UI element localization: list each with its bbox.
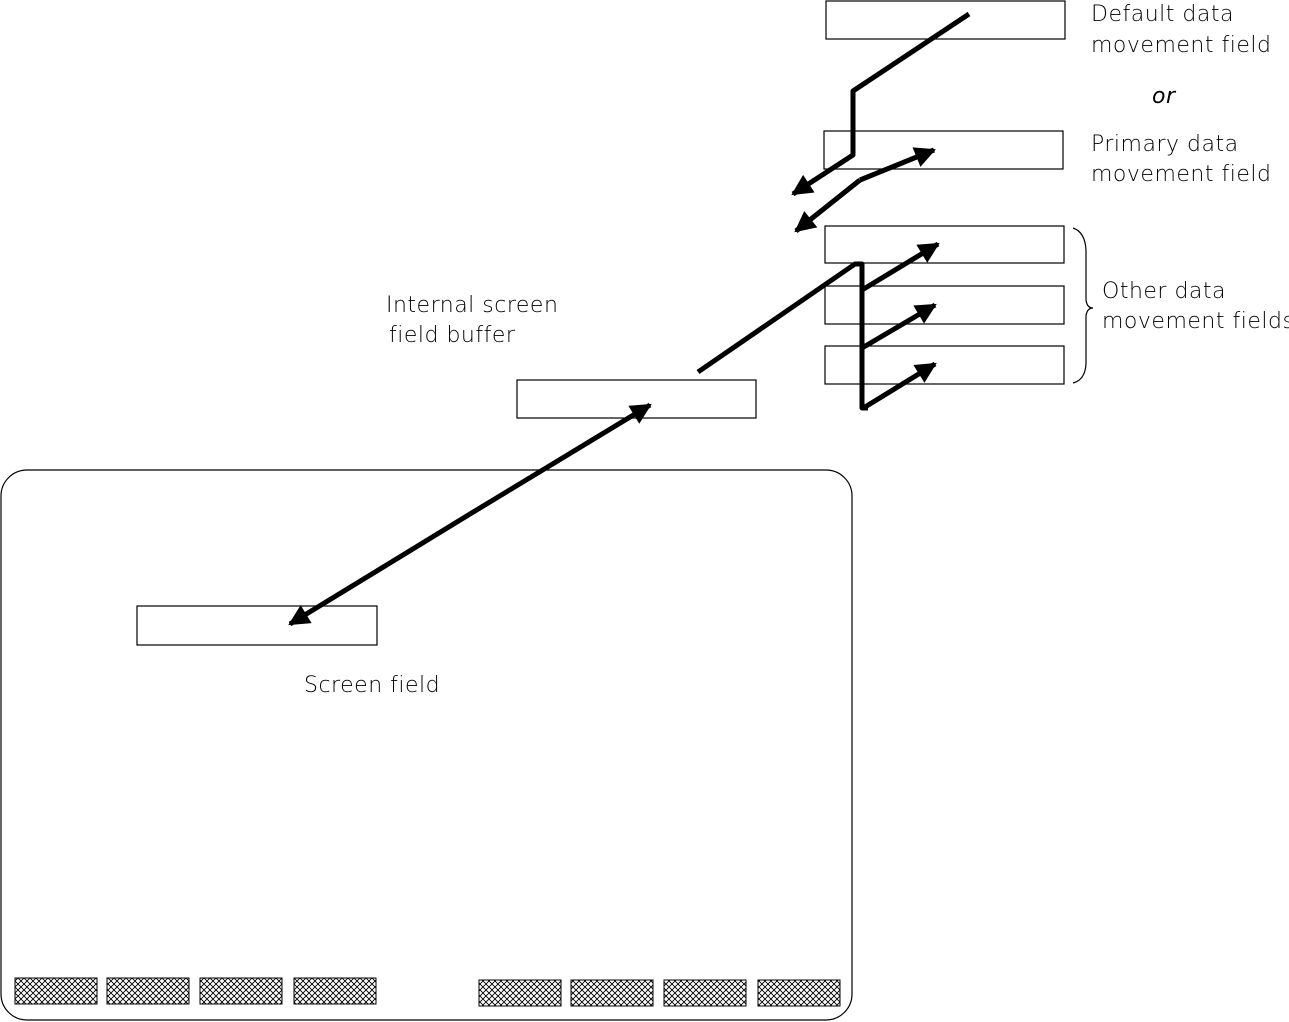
primary-field-label-line1: Primary data — [1091, 132, 1239, 157]
function-key-4[interactable] — [293, 977, 377, 1005]
screen-field — [136, 605, 378, 646]
buffer-to-other-fields-line — [696, 261, 868, 411]
function-key-5[interactable] — [478, 979, 562, 1007]
other-fields-brace — [1072, 227, 1094, 384]
function-key-3[interactable] — [199, 977, 283, 1005]
function-key-7[interactable] — [663, 979, 747, 1007]
arrow-to-other-field-3 — [863, 361, 937, 410]
arrow-to-other-field-2 — [860, 302, 937, 351]
or-label: or — [1152, 84, 1177, 109]
function-key-1[interactable] — [14, 977, 98, 1005]
function-key-8[interactable] — [757, 979, 841, 1007]
buffer-screen-bidirectional-arrow-lower — [288, 511, 472, 627]
function-key-6[interactable] — [570, 979, 654, 1007]
function-key-2[interactable] — [106, 977, 190, 1005]
other-fields-label-line2: movement fields — [1102, 309, 1289, 334]
other-fields-label-line1: Other data — [1102, 279, 1226, 304]
other-data-movement-field-2 — [824, 285, 1065, 325]
function-key-row — [14, 977, 841, 1007]
primary-data-movement-field — [823, 130, 1064, 170]
primary-to-buffer-arrow — [794, 178, 862, 233]
buffer-label-line1: Internal screen — [386, 293, 558, 318]
primary-field-label-line2: movement field — [1091, 162, 1271, 187]
other-data-movement-field-3 — [824, 345, 1065, 385]
terminal-screen — [0, 469, 853, 1021]
screen-field-label: Screen field — [304, 673, 440, 698]
default-field-label-line1: Default data — [1091, 2, 1234, 27]
buffer-to-primary-arrow — [859, 147, 936, 183]
buffer-screen-bidirectional-arrow — [468, 402, 652, 517]
other-data-movement-field-1 — [824, 225, 1065, 264]
default-field-label-line2: movement field — [1091, 33, 1271, 58]
internal-screen-field-buffer — [516, 379, 757, 419]
default-to-buffer-flow-arrow — [791, 11, 971, 197]
default-data-movement-field — [825, 0, 1066, 40]
arrow-to-other-field-1 — [860, 241, 940, 293]
buffer-label-line2: field buffer — [389, 323, 516, 348]
